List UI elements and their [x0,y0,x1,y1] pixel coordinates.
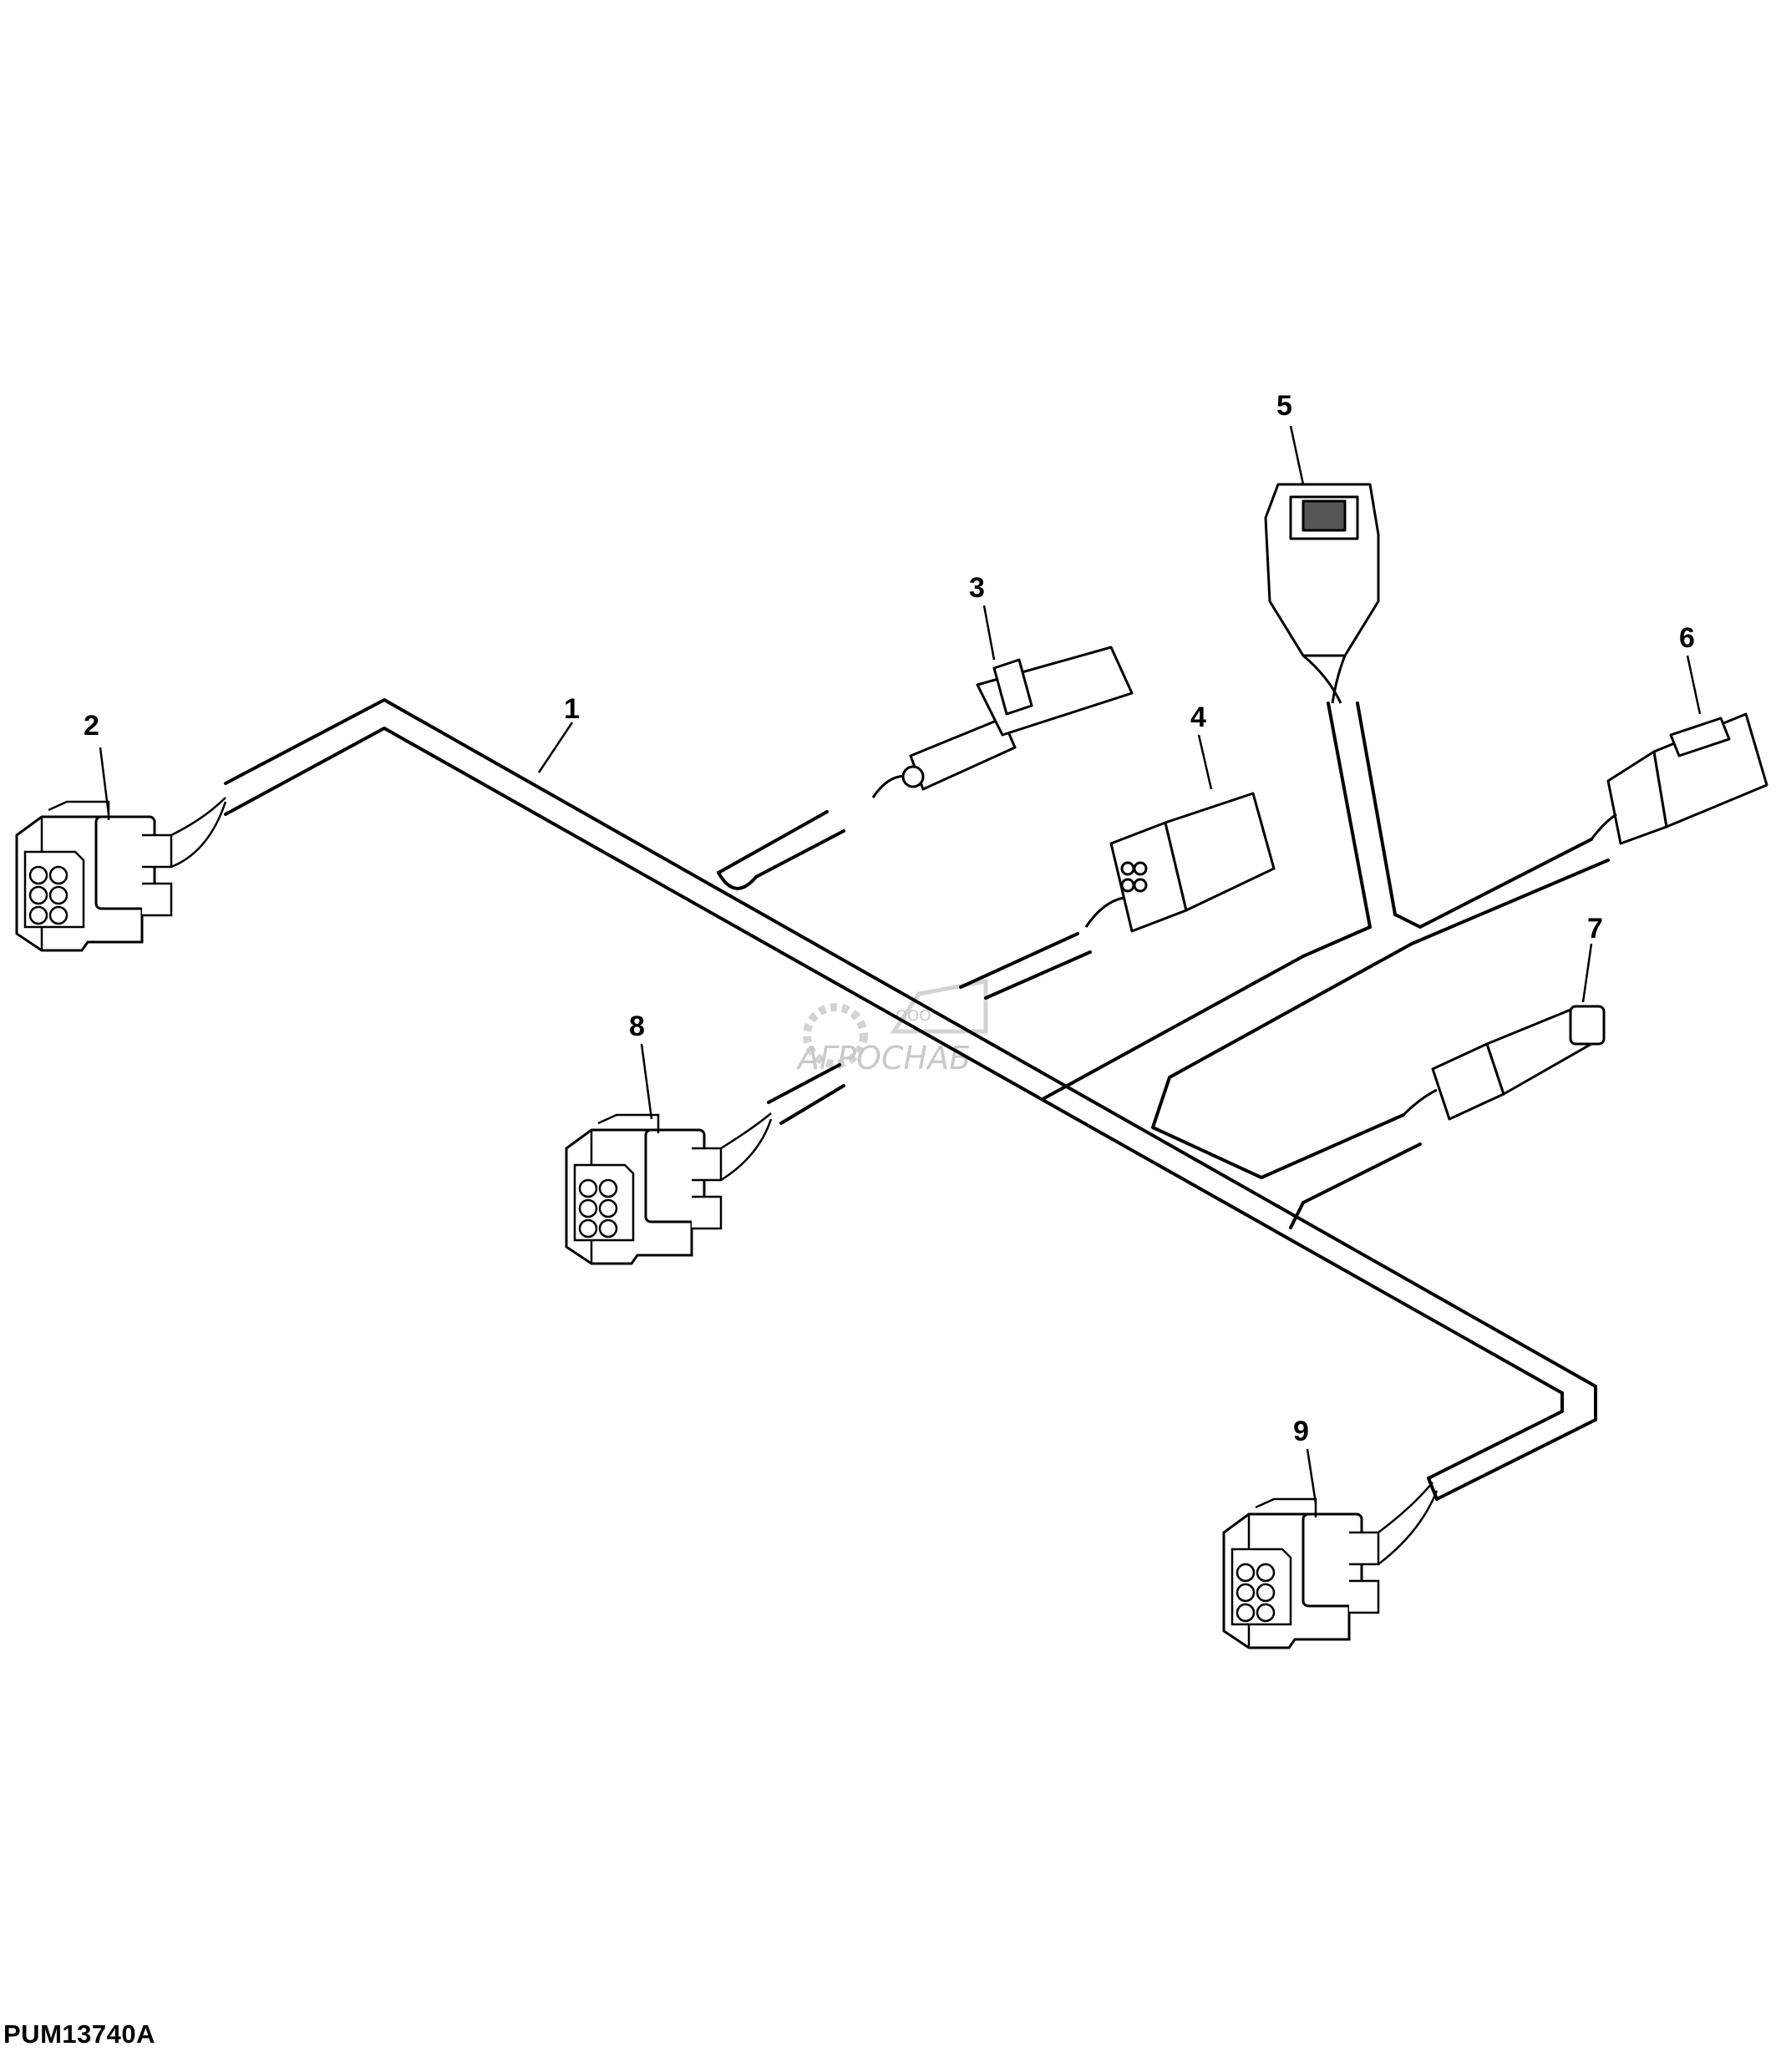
connector-8 [565,1112,773,1265]
callout-leaders [99,425,1702,1504]
callout-4: 4 [1190,702,1206,733]
callout-1: 1 [564,693,580,725]
figure-id: PUM13740A [3,2019,155,2049]
callout-9: 9 [1293,1416,1309,1447]
callout-7: 7 [1587,913,1603,945]
callout-3: 3 [969,572,985,604]
connector-3 [871,646,1134,798]
connector-5 [1264,483,1380,704]
watermark-prefix: ООО [896,1007,931,1025]
connector-2 [15,797,227,952]
callout-8: 8 [629,1011,645,1042]
callout-labels: 1 2 3 4 5 6 7 8 9 [84,390,1695,1447]
callout-5: 5 [1276,390,1292,422]
callout-2: 2 [84,710,99,742]
connector-6 [1590,712,1768,845]
connector-4 [1084,792,1276,933]
callout-6: 6 [1679,622,1695,654]
watermark-company-name: АГРОСНАБ [795,1040,971,1077]
watermark: ООО АГРОСНАБ [795,978,988,1077]
harness-trunk [224,698,1610,1501]
connector-9 [1222,1482,1439,1649]
connector-7 [1402,1005,1606,1121]
